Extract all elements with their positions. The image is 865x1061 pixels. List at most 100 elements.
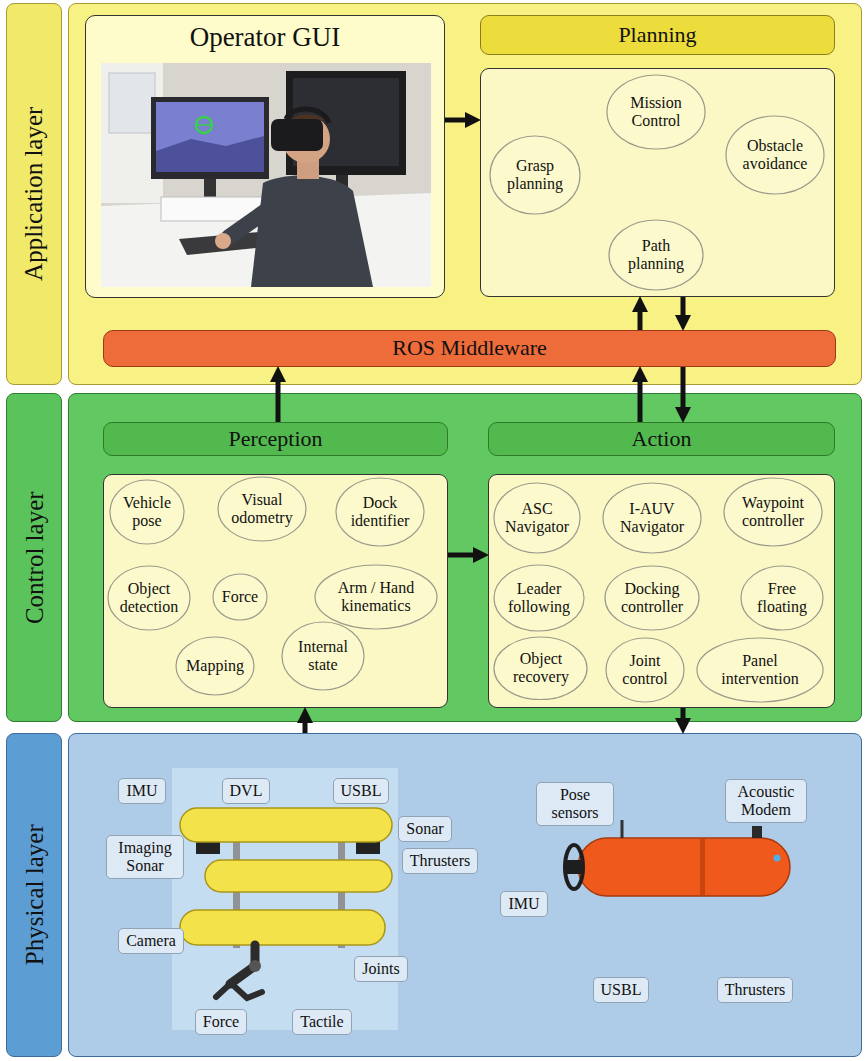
- vehicle-illustration-part: [566, 860, 582, 874]
- module-label: Object detection: [119, 580, 180, 615]
- module-ellipse: Object detection: [107, 565, 191, 631]
- flow-arrow: [303, 723, 308, 733]
- sensor-tag: IMU: [118, 778, 165, 804]
- module-ellipse: Visual odometry: [217, 476, 307, 542]
- module-label: ASC Navigator: [505, 500, 569, 535]
- group-title: Planning: [618, 23, 696, 47]
- module-ellipse: Vehicle pose: [109, 479, 185, 545]
- ellipse-shape: [336, 478, 424, 546]
- module-group: ActionASC Navigator I-AUV Navigator Waypoi…: [488, 422, 835, 708]
- ellipse-shape: [494, 483, 580, 553]
- module-ellipse: Dock identifier: [335, 477, 425, 547]
- module-group: PlanningMission ControlGrasp planning Obs…: [480, 15, 835, 297]
- flow-arrow: [681, 367, 686, 407]
- module-ellipse: Free floating: [740, 565, 824, 631]
- module-label: Obstacle avoidance: [739, 137, 812, 172]
- flow-arrow: [681, 297, 686, 315]
- ellipse-shape: [110, 480, 184, 544]
- ellipse-shape: [315, 565, 437, 629]
- flow-arrow: [638, 312, 643, 330]
- ellipse-shape: [605, 566, 699, 630]
- module-ellipse: Force: [212, 573, 268, 621]
- operator-photo: [86, 16, 446, 299]
- sensor-tag: IMU: [500, 891, 547, 917]
- sensor-label: IMU: [126, 782, 157, 800]
- flow-arrow: [638, 382, 643, 422]
- module-ellipse: Obstacle avoidance: [725, 115, 825, 195]
- module-label: Waypoint controller: [737, 494, 810, 529]
- gui-title: Operator GUI: [86, 16, 444, 53]
- sensor-label: USBL: [341, 782, 382, 800]
- operator-photo-part: [251, 175, 373, 287]
- layer-band: Control layer: [6, 393, 62, 722]
- operator-photo-part: [101, 63, 431, 287]
- module-ellipse: Mission Control: [606, 74, 706, 150]
- module-ellipse: Leader following: [493, 564, 585, 632]
- module-label: Force: [222, 588, 258, 606]
- ellipse-shape: [603, 483, 701, 553]
- layer-band: Application layer: [6, 3, 62, 385]
- module-label: Vehicle pose: [119, 494, 174, 529]
- module-label: I-AUV Navigator: [616, 500, 689, 535]
- ellipse-shape: [490, 136, 580, 214]
- module-label: Docking controller: [617, 580, 687, 615]
- ellipse-shape: [606, 638, 684, 702]
- operator-photo-part: [156, 136, 264, 172]
- group-title: Action: [632, 427, 692, 451]
- layer-band: Physical layer: [6, 733, 62, 1057]
- sensor-label: Tactile: [300, 1013, 343, 1031]
- layer-region: Physical layer IMU DVL USBL Imaging Sonar So…: [6, 733, 862, 1057]
- ellipse-shape: [282, 622, 364, 690]
- ellipse-shape: [609, 220, 703, 290]
- flow-arrow: [681, 708, 686, 718]
- vehicle-illustration-part: [565, 845, 583, 889]
- vehicle-illustration-part: [621, 820, 624, 838]
- sensor-tag: Thrusters: [717, 977, 793, 1003]
- ellipse-shape: [213, 574, 267, 620]
- module-label: Panel intervention: [714, 652, 807, 687]
- module-label: Path planning: [621, 237, 691, 272]
- sensor-tag: Imaging Sonar: [106, 835, 184, 878]
- sensor-label: Imaging Sonar: [114, 839, 176, 874]
- sensor-tag: USBL: [333, 778, 390, 804]
- module-label: Internal state: [293, 638, 354, 673]
- module-ellipse: Joint control: [605, 637, 685, 703]
- ellipse-shape: [726, 116, 824, 194]
- module-ellipse: I-AUV Navigator: [602, 482, 702, 554]
- operator-photo-part: [215, 233, 231, 249]
- flow-arrow: [445, 118, 465, 123]
- group-header: Perception: [103, 422, 448, 456]
- group-header: Planning: [480, 15, 835, 55]
- sensor-label: DVL: [230, 782, 263, 800]
- group-header: Action: [488, 422, 835, 456]
- gui-panel: Operator GUI: [85, 15, 445, 298]
- vehicle-illustration-part: [774, 855, 781, 862]
- module-group: PerceptionVehicle pose Visual odometry Doc…: [103, 422, 448, 708]
- module-label: Mission Control: [620, 94, 693, 129]
- vehicle-illustration-part: [180, 910, 385, 945]
- operator-photo-part: [229, 206, 273, 237]
- module-label: Grasp planning: [502, 157, 569, 192]
- ellipse-shape: [607, 75, 705, 149]
- sensor-tag: DVL: [222, 778, 271, 804]
- module-label: Visual odometry: [229, 491, 294, 526]
- sensor-tag: Camera: [118, 928, 184, 954]
- layer-label: Application layer: [20, 107, 48, 281]
- sensor-label: Sonar: [406, 820, 443, 838]
- vehicle-illustration-part: [752, 826, 762, 838]
- vehicle-illustration-part: [249, 960, 261, 972]
- sensor-label: Camera: [126, 932, 176, 950]
- module-ellipse: Path planning: [608, 219, 704, 291]
- sensor-label: Acoustic Modem: [733, 783, 799, 818]
- sensor-tag: Sonar: [398, 816, 451, 842]
- module-label: Arm / Hand kinematics: [331, 579, 421, 614]
- layer-region: Application layer Operator GUI PlanningMi…: [6, 3, 862, 385]
- ellipse-shape: [697, 638, 823, 702]
- module-label: Mapping: [186, 657, 244, 675]
- operator-photo-part: [196, 124, 212, 126]
- vehicle-illustration-part: [578, 838, 790, 896]
- vehicle-illustration-part: [180, 808, 392, 842]
- sensor-label: Force: [203, 1013, 239, 1031]
- sensor-label: Pose sensors: [544, 786, 606, 821]
